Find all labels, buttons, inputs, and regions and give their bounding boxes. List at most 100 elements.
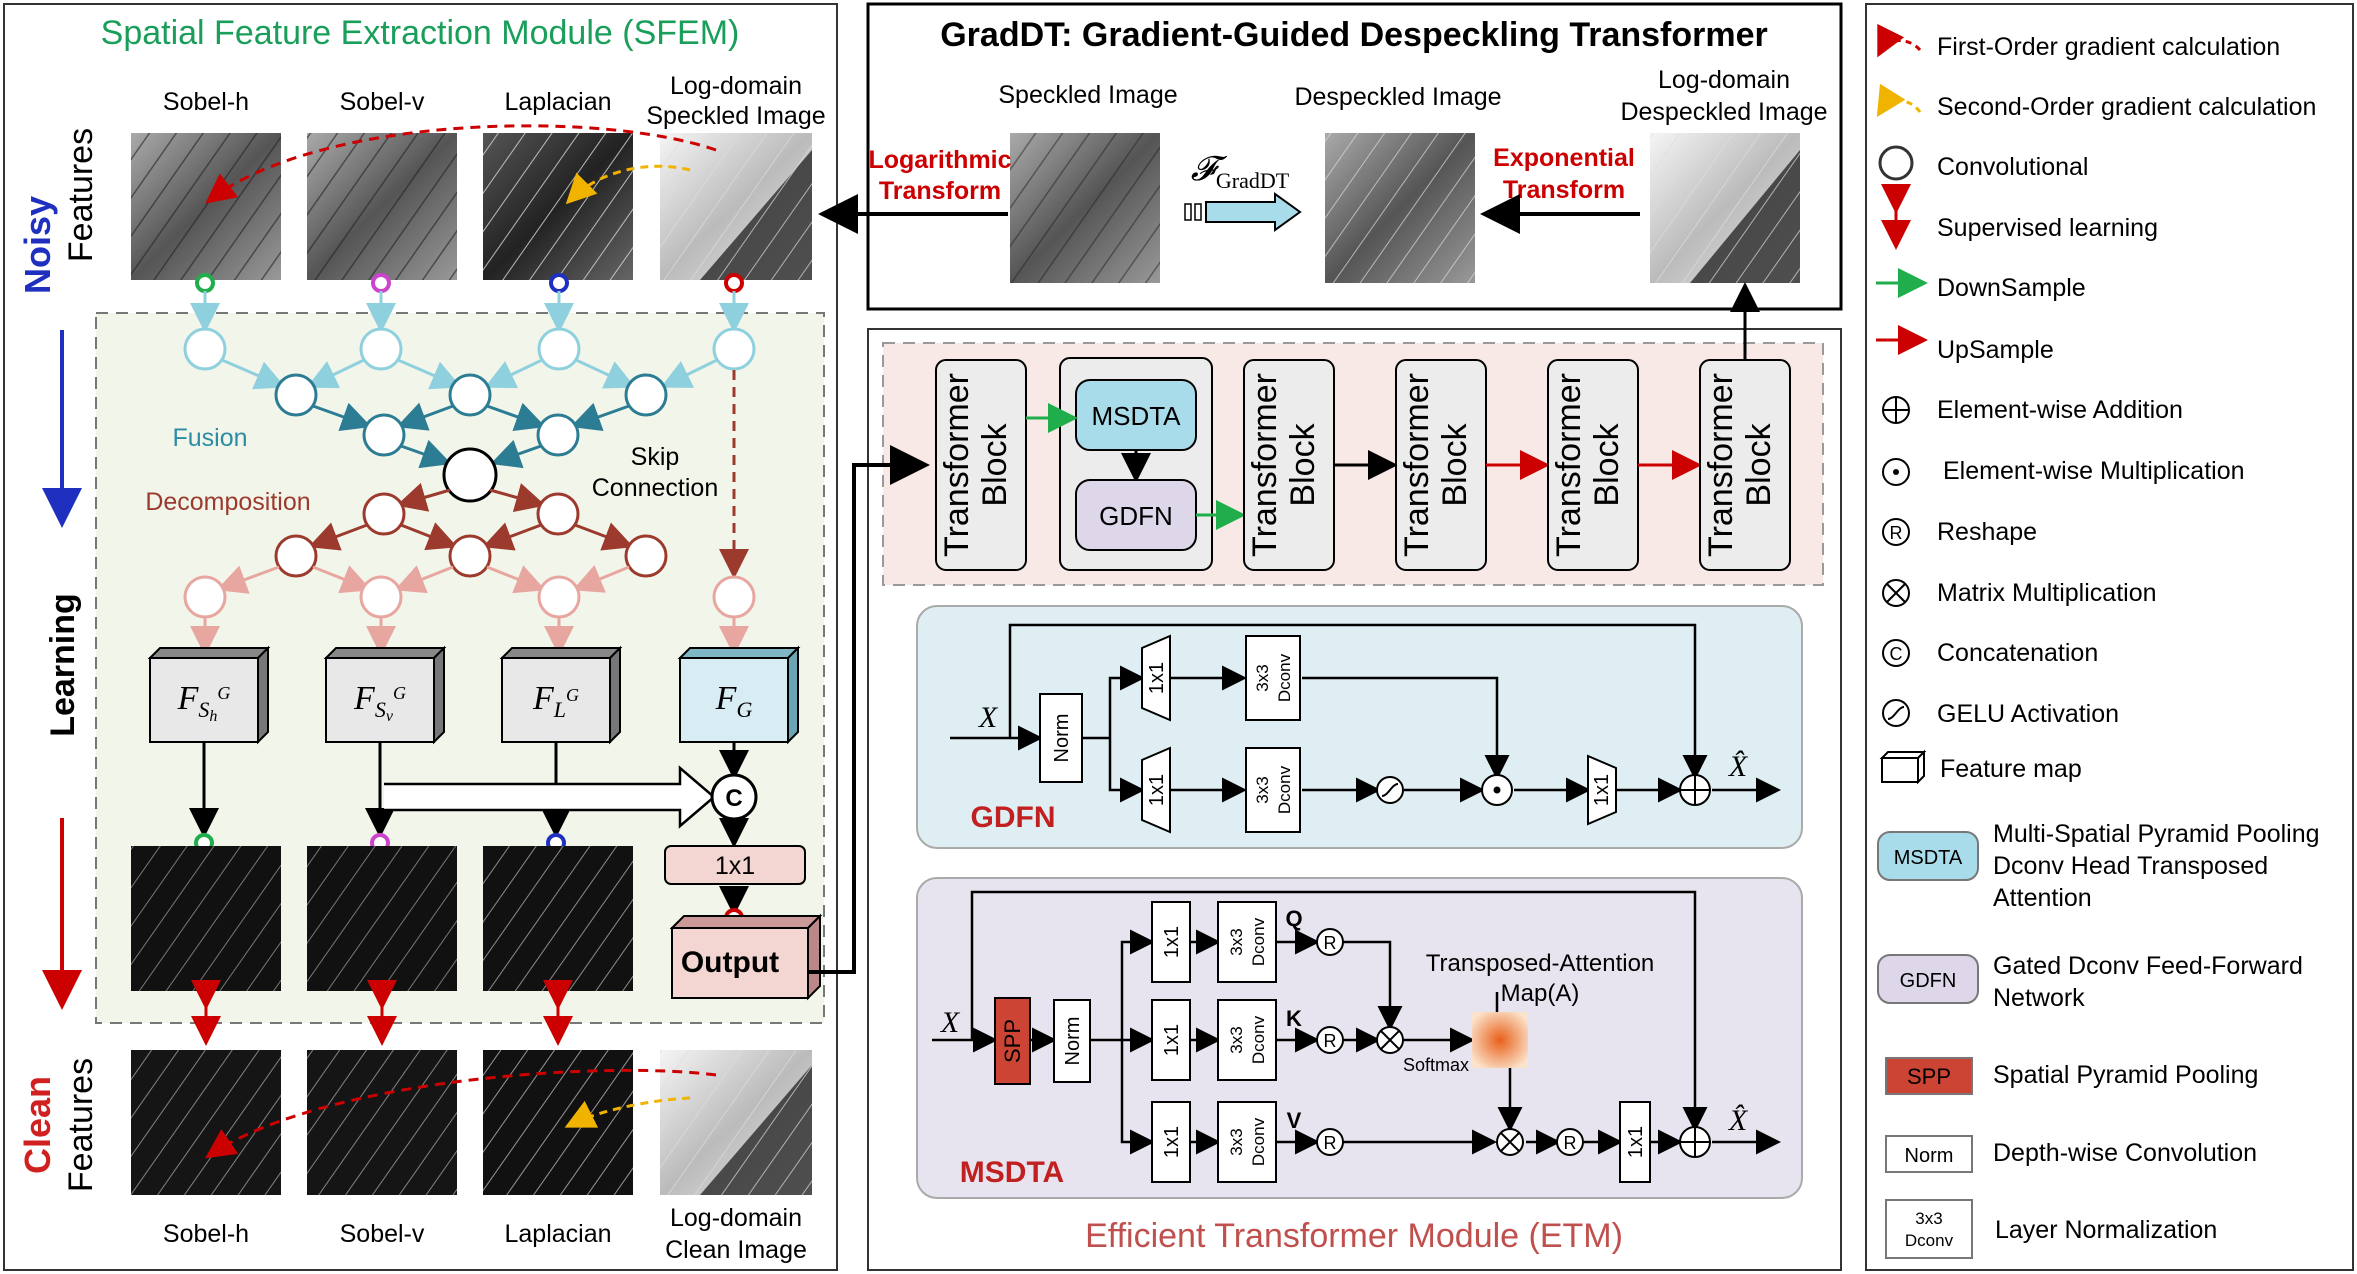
learning-label: Learning bbox=[44, 593, 82, 737]
legend-item-0: First-Order gradient calculation bbox=[1937, 33, 2280, 61]
clean-label: Clean bbox=[17, 1076, 58, 1174]
noisy-features-label: Features bbox=[62, 128, 100, 262]
svg-text:Transformer: Transformer bbox=[1702, 373, 1740, 557]
gdfn-conv-1x1-final bbox=[1587, 754, 1617, 826]
log-transform-line1: Logarithmic bbox=[868, 146, 1011, 174]
output-label: Output bbox=[681, 946, 779, 979]
sobel-v-bottom-label: Sobel-v bbox=[340, 1220, 425, 1248]
clean-features-label: Features bbox=[62, 1058, 100, 1192]
second-order-gradient-arrow-bottom bbox=[564, 1096, 691, 1128]
msdta-dconv-k-l1: 3x3 bbox=[1227, 1026, 1246, 1053]
legend-item-5: UpSample bbox=[1937, 336, 2054, 364]
laplacian-clean-feature-image bbox=[483, 846, 633, 991]
sobel-v-clean-image bbox=[307, 1050, 457, 1195]
gdfn-conv-1x1-final-label: 1x1 bbox=[1591, 774, 1613, 806]
laplacian-top-label: Laplacian bbox=[504, 88, 611, 116]
legend-dconv-tag-label2: Dconv bbox=[1905, 1231, 1954, 1250]
gdfn-dconv-top-l2: Dconv bbox=[1275, 653, 1294, 702]
legend-item-9: Matrix Multiplication bbox=[1937, 579, 2157, 607]
gdfn-panel: GDFN X X̂ Norm 1x1 bbox=[916, 605, 1803, 849]
sobel-h-noisy-image bbox=[131, 133, 281, 280]
sobel-v-clean-feature-image bbox=[307, 846, 457, 991]
sobel-h-clean-feature-image bbox=[131, 846, 281, 991]
msdta-block-label: MSDTA bbox=[1091, 401, 1181, 431]
legend-item-10: Concatenation bbox=[1937, 639, 2098, 667]
transformer-block-4: Transformer Block bbox=[1547, 359, 1639, 571]
legend-item-6: Element-wise Addition bbox=[1937, 396, 2183, 424]
log-domain-speckled-line2: Speckled Image bbox=[646, 102, 825, 130]
legend-gdfn-line2: Network bbox=[1993, 984, 2085, 1012]
msdta-gdfn-group: MSDTA GDFN bbox=[1059, 357, 1213, 571]
legend-reshape-icon: R bbox=[1882, 518, 1910, 546]
gdfn-dconv-bottom bbox=[1245, 747, 1301, 833]
log-domain-clean-image bbox=[660, 1050, 812, 1195]
transformer-block-1: Transformer Block bbox=[935, 359, 1027, 571]
second-order-gradient-arrow-top bbox=[565, 164, 691, 205]
noisy-label: Noisy bbox=[17, 196, 58, 294]
reshape-icon-q: R bbox=[1316, 928, 1344, 956]
svg-text:Block: Block bbox=[1588, 422, 1626, 506]
gradt-operator: 𝓕GradDT bbox=[1191, 151, 1290, 193]
msdta-q-label: Q bbox=[1285, 906, 1302, 931]
gdfn-conv-1x1-bottom bbox=[1141, 746, 1171, 834]
gdfn-dconv-top bbox=[1245, 635, 1301, 721]
msdta-spp-label: SPP bbox=[1000, 1019, 1025, 1063]
msdta-add-icon bbox=[1679, 1126, 1711, 1158]
transposed-attention-map bbox=[1472, 1012, 1528, 1068]
svg-text:R: R bbox=[1324, 1133, 1337, 1153]
attention-map-label-line1: Transposed-Attention bbox=[1426, 950, 1655, 977]
legend-norm-tag-label: Norm bbox=[1905, 1145, 1954, 1167]
legend-norm-line1: Depth-wise Convolution bbox=[1993, 1139, 2257, 1167]
msdta-norm-label: Norm bbox=[1062, 1017, 1084, 1066]
legend-item-11: GELU Activation bbox=[1937, 700, 2119, 728]
log-domain-despeckled-line2: Despeckled Image bbox=[1620, 98, 1827, 126]
skip-connection-line2: Connection bbox=[592, 474, 718, 502]
msdta-dconv-k bbox=[1217, 999, 1277, 1081]
fusion-label: Fusion bbox=[172, 424, 247, 452]
sfem-panel: Spatial Feature Extraction Module (SFEM)… bbox=[3, 3, 838, 1271]
transformer-block-5: Transformer Block bbox=[1699, 359, 1791, 571]
log-domain-clean-line2: Clean Image bbox=[665, 1236, 807, 1264]
log-transform-line2: Transform bbox=[879, 177, 1001, 205]
sobel-h-green-marker bbox=[195, 273, 215, 293]
legend-item-3: Supervised learning bbox=[1937, 214, 2158, 242]
msdta-input-x: X bbox=[940, 1006, 961, 1039]
msdta-panel: MSDTA X X̂ bbox=[916, 877, 1803, 1199]
legend-addition-icon bbox=[1882, 396, 1910, 424]
msdta-conv-q-label: 1x1 bbox=[1161, 926, 1183, 958]
legend-gdfn-line1: Gated Dconv Feed-Forward bbox=[1993, 952, 2303, 980]
laplacian-noisy-image bbox=[483, 133, 633, 280]
feature-map-fg: FG bbox=[677, 645, 801, 745]
msdta-output-x: X̂ bbox=[1728, 1104, 1749, 1137]
legend-item-7: Element-wise Multiplication bbox=[1943, 457, 2245, 485]
matmul-icon-qk bbox=[1376, 1026, 1404, 1054]
msdta-conv-k bbox=[1151, 999, 1191, 1081]
gdfn-dconv-bottom-l1: 3x3 bbox=[1253, 776, 1272, 803]
svg-text:R: R bbox=[1324, 933, 1337, 953]
exp-transform-line2: Transform bbox=[1503, 176, 1625, 204]
svg-text:R: R bbox=[1890, 523, 1903, 543]
svg-text:R: R bbox=[1324, 1031, 1337, 1051]
legend-gelu-icon bbox=[1882, 699, 1910, 727]
msdta-conv-v bbox=[1151, 1101, 1191, 1183]
sfem-to-etm-connector bbox=[808, 445, 930, 974]
laplacian-blue-marker bbox=[549, 273, 569, 293]
gdfn-add-icon bbox=[1679, 774, 1711, 806]
gdfn-dconv-bottom-l2: Dconv bbox=[1275, 765, 1294, 814]
msdta-dconv-v-l1: 3x3 bbox=[1227, 1128, 1246, 1155]
msdta-conv-k-label: 1x1 bbox=[1161, 1024, 1183, 1056]
msdta-dconv-v-l2: Dconv bbox=[1249, 1117, 1268, 1166]
sfem-conv-1x1 bbox=[664, 845, 806, 885]
gdfn-multiply-icon bbox=[1481, 774, 1513, 806]
reshape-icon-k: R bbox=[1316, 1026, 1344, 1054]
gdfn-output-x: X̂ bbox=[1728, 750, 1749, 783]
legend-item-4: DownSample bbox=[1937, 274, 2086, 302]
legend-item-1: Second-Order gradient calculation bbox=[1937, 93, 2316, 121]
msdta-conv-q bbox=[1151, 901, 1191, 983]
fusion-network bbox=[183, 291, 756, 503]
sobel-h-top-label: Sobel-h bbox=[163, 88, 249, 116]
msdta-dconv-k-l2: Dconv bbox=[1249, 1015, 1268, 1064]
concatenation-node bbox=[710, 773, 758, 821]
svg-text:Block: Block bbox=[1436, 422, 1474, 506]
